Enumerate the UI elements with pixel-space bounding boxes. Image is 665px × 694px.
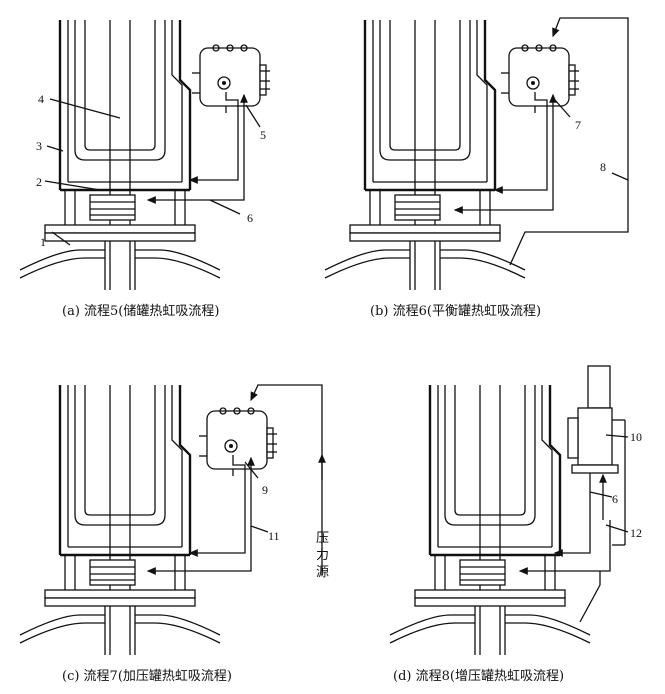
caption-d: (d) 流程8(增压罐热虹吸流程): [393, 669, 564, 684]
label-6-d: 6: [612, 492, 618, 506]
label-6: 6: [247, 211, 253, 225]
caption-c: (c) 流程7(加压罐热虹吸流程): [62, 669, 232, 684]
booster-cylinder: [587, 365, 611, 409]
label-9: 9: [262, 483, 268, 497]
label-5: 5: [260, 128, 266, 142]
label-12: 12: [630, 526, 642, 540]
caption-a: (a) 流程5(储罐热虹吸流程): [62, 304, 219, 319]
pressure-source-1: 压: [316, 531, 329, 546]
label-4: 4: [38, 92, 44, 106]
caption-b: (b) 流程6(平衡罐热虹吸流程): [370, 304, 541, 319]
label-1: 1: [40, 235, 46, 249]
label-7: 7: [575, 118, 581, 132]
label-3: 3: [36, 139, 42, 153]
booster-tank: [577, 407, 613, 466]
panel-b: 7 8 (b) 流程6(平衡罐热虹吸流程): [323, 17, 629, 319]
panel-d: 10 6 12 (d) 流程8(增压罐热虹吸流程): [388, 365, 642, 684]
pressure-source-2: 力: [316, 548, 329, 563]
panel-a: 1 2 3 4 5 6 (a) 流程5(储罐热虹吸流程): [18, 18, 271, 319]
label-2: 2: [36, 175, 42, 189]
label-10: 10: [630, 430, 642, 444]
booster-base: [571, 464, 619, 474]
label-8: 8: [600, 160, 606, 174]
label-11: 11: [268, 529, 280, 543]
panel-c: 9 11 压 力 源 (c) 流程7(加压罐热虹吸流程): [18, 383, 329, 684]
pressure-source-3: 源: [316, 565, 329, 580]
